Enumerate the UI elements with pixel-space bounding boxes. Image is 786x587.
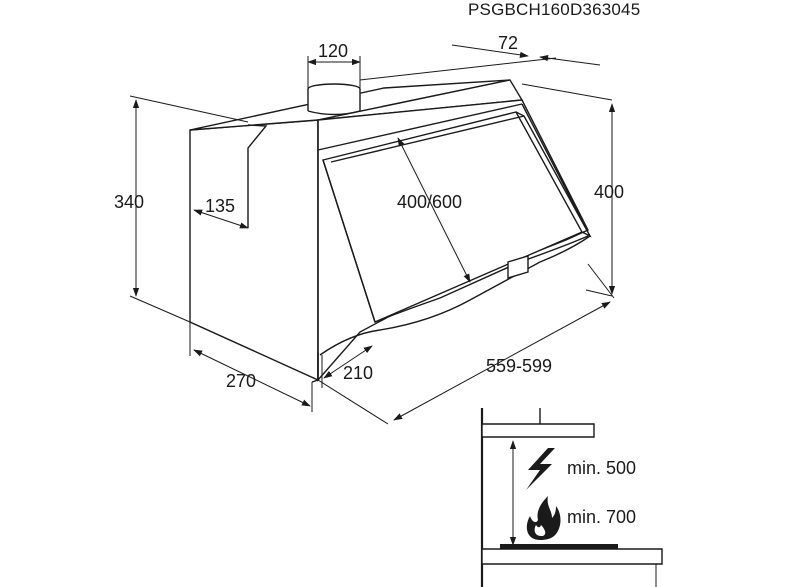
dim-depth: 270 xyxy=(226,371,256,391)
clearance-diagram xyxy=(480,408,663,587)
dim-notch-depth: 135 xyxy=(205,196,235,216)
flame-icon xyxy=(526,496,561,540)
dimension-lines xyxy=(129,44,616,425)
dim-height-right: 400 xyxy=(594,182,624,202)
hood-body xyxy=(189,79,592,383)
dim-height-left: 340 xyxy=(114,192,144,212)
dim-collar-diameter: 120 xyxy=(318,41,348,61)
exhaust-collar xyxy=(307,83,361,116)
dim-width: 559-599 xyxy=(486,356,552,376)
dim-collar-offset: 72 xyxy=(498,33,518,53)
lightning-icon xyxy=(526,448,555,490)
product-code: PSGBCH160D363045 xyxy=(468,0,640,19)
clearance-electric-label: min. 500 xyxy=(567,458,636,478)
dim-visor-depth: 400/600 xyxy=(397,192,462,212)
dim-front-depth: 210 xyxy=(343,363,373,383)
clearance-gas-label: min. 700 xyxy=(567,507,636,527)
